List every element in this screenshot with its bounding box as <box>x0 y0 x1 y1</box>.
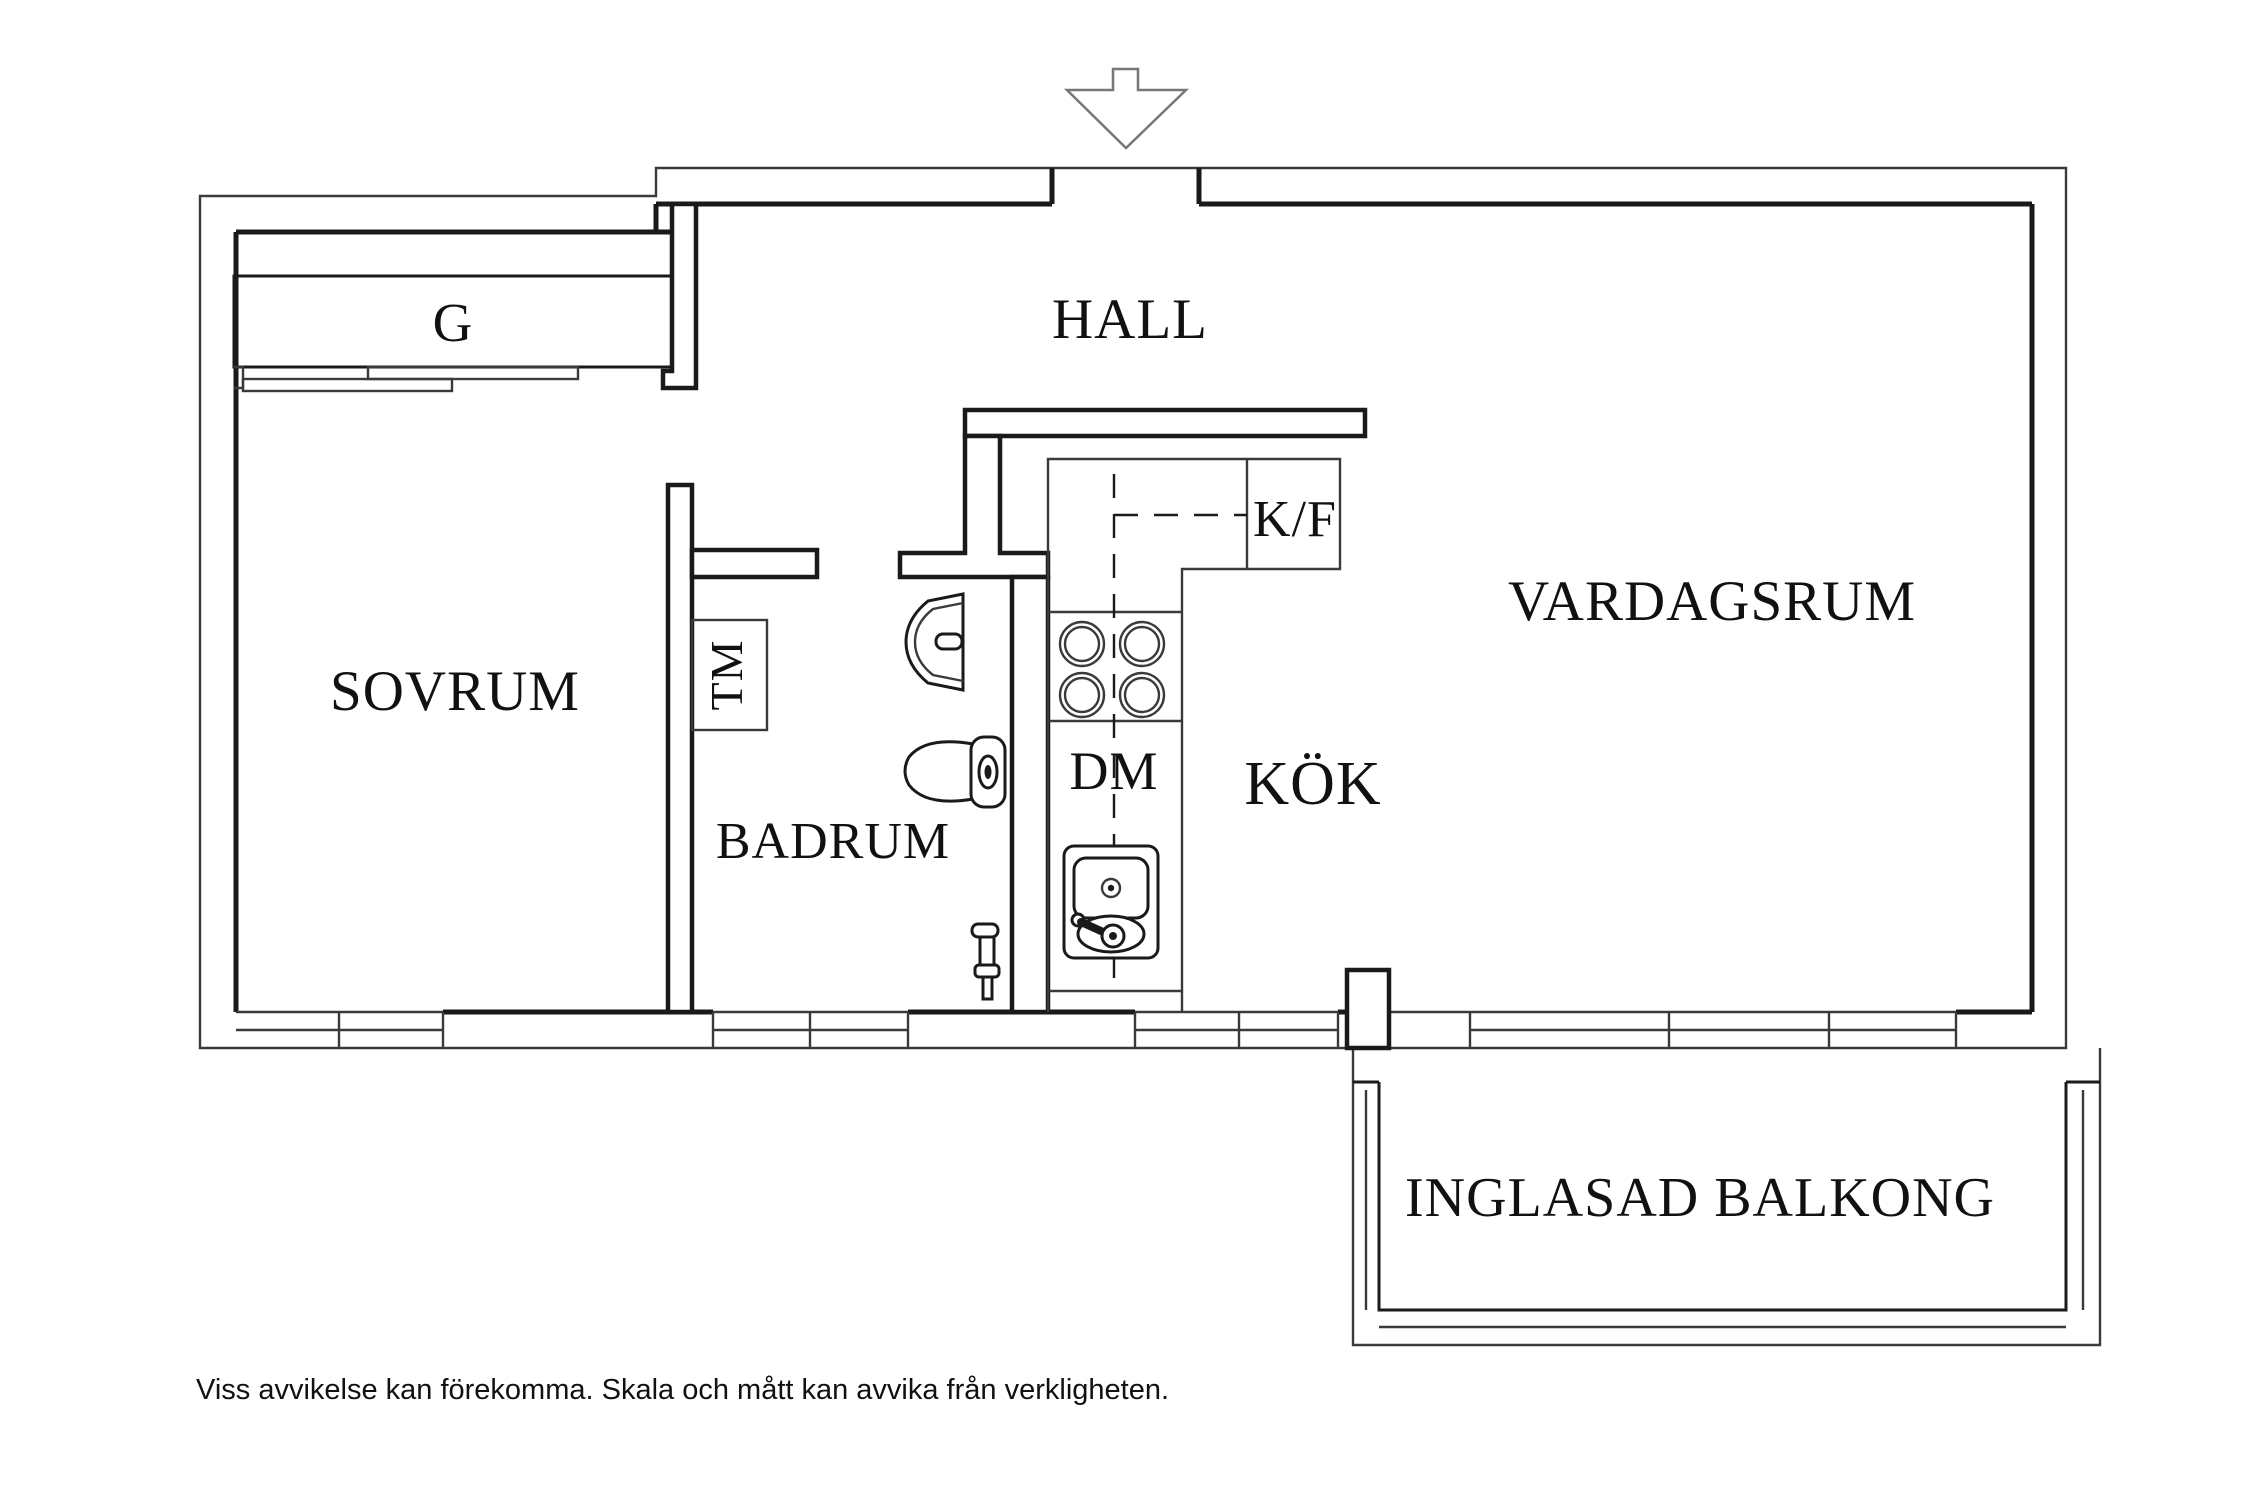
wall-badrum-hall <box>897 433 1051 580</box>
window-badrum <box>711 1010 910 1048</box>
label-kok: KÖK <box>1244 750 1381 818</box>
sliding-door-icon <box>366 365 580 381</box>
washing-machine-box <box>690 618 769 732</box>
label-tvattmaskin: TM <box>701 640 752 711</box>
window-vardagsrum <box>1468 1010 1958 1048</box>
shower-mixer-icon <box>970 922 1001 1001</box>
window-band <box>236 1010 1958 1048</box>
wall-badrum-kok <box>1009 574 1051 1015</box>
window-kok <box>1133 1010 1340 1048</box>
stove-icon <box>1058 620 1166 719</box>
exterior-outline <box>198 166 2068 1050</box>
entrance-arrow-icon <box>1063 67 1190 150</box>
label-inglasad-balkong: INGLASAD BALKONG <box>1405 1167 1995 1229</box>
label-garderob: G <box>433 292 474 353</box>
disclaimer-text: Viss avvikelse kan förekomma. Skala och … <box>196 1374 1169 1406</box>
wall-hall-kok <box>962 407 1368 439</box>
wall-hall-divider <box>660 201 699 391</box>
label-sovrum: SOVRUM <box>330 660 580 723</box>
wall-badrum-top <box>689 547 820 580</box>
kitchen-counter <box>1046 457 1342 1012</box>
wall-pillar <box>1344 967 1392 1051</box>
label-hall: HALL <box>1052 288 1208 351</box>
label-diskmaskin: DM <box>1069 741 1158 801</box>
label-kyl-frys: K/F <box>1253 491 1337 548</box>
label-vardagsrum: VARDAGSRUM <box>1508 570 1916 633</box>
wardrobe <box>232 274 674 393</box>
window-sovrum <box>236 1010 445 1048</box>
toilet-icon <box>903 735 1007 809</box>
label-badrum: BADRUM <box>716 813 950 870</box>
balcony-outline <box>1351 1048 2102 1347</box>
kitchen-sink-icon <box>1062 844 1160 960</box>
balcony-glazing <box>1353 1080 2100 1329</box>
sliding-door-icon <box>241 377 454 393</box>
washbasin-icon <box>904 592 965 692</box>
wall-sovrum-badrum <box>665 482 695 1015</box>
